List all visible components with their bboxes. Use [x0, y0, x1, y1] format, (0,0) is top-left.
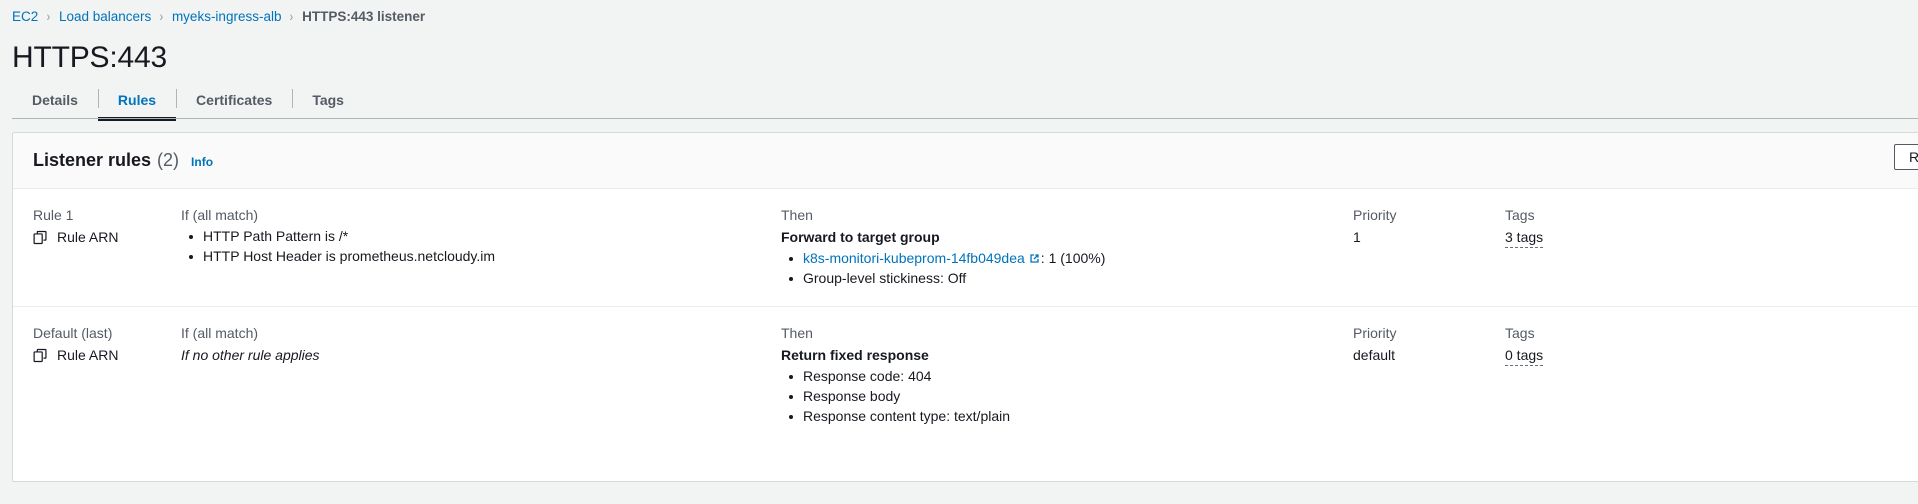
target-group-weight: : 1 (100%) [1040, 250, 1106, 266]
tags-header: Tags [1505, 207, 1535, 223]
priority-value: default [1353, 347, 1396, 363]
rule-tags-cell: Tags 3 tags [1505, 205, 1544, 248]
action-title: Forward to target group [781, 229, 940, 245]
rule-actions-cell: Then Return fixed response Response code… [781, 323, 1353, 426]
panel-header: Listener rules (2) Info R [13, 133, 1918, 189]
action-title: Return fixed response [781, 347, 929, 363]
list-item: Response code: 404 [781, 367, 1353, 386]
info-link[interactable]: Info [191, 154, 214, 169]
actions-header: Then [781, 207, 813, 223]
tab-rules[interactable]: Rules [97, 80, 177, 121]
priority-value: 1 [1353, 229, 1361, 245]
rule-name: Rule 1 [33, 207, 74, 223]
external-link-icon [1030, 254, 1039, 263]
default-condition-note: If no other rule applies [181, 347, 320, 363]
tab-certificates-label: Certificates [196, 91, 273, 108]
target-group-link[interactable]: k8s-monitori-kubeprom-14fb049dea [803, 250, 1025, 266]
page-title: HTTPS:443 [12, 41, 167, 74]
breadcrumb-separator-icon: › [159, 8, 164, 24]
conditions-header: If (all match) [181, 325, 259, 341]
rule-tags-cell: Tags 0 tags [1505, 323, 1544, 366]
tab-bar: Details Rules Certificates Tags [0, 80, 1918, 121]
actions-list: Response code: 404 Response body Respons… [781, 367, 1353, 426]
rule-arn-label: Rule ARN [57, 229, 119, 245]
list-item-target-group: k8s-monitori-kubeprom-14fb049dea : 1 (100… [781, 249, 1353, 268]
tab-details[interactable]: Details [12, 80, 98, 119]
rule-name: Default (last) [33, 325, 113, 341]
rule-arn-copy-button[interactable]: Rule ARN [33, 345, 181, 365]
tags-header: Tags [1505, 325, 1535, 341]
tags-value[interactable]: 3 tags [1505, 227, 1544, 248]
tab-tags-label: Tags [312, 91, 344, 108]
breadcrumb-item-current: HTTPS:443 listener [302, 8, 426, 24]
panel-action-button[interactable]: R [1894, 144, 1918, 170]
breadcrumb-item-ec2[interactable]: EC2 [12, 8, 39, 24]
tab-certificates[interactable]: Certificates [176, 80, 292, 119]
rule-arn-label: Rule ARN [57, 347, 119, 363]
panel-title: Listener rules [33, 150, 152, 170]
rule-priority-cell: Priority default [1353, 323, 1505, 365]
tab-tags[interactable]: Tags [292, 80, 364, 119]
listener-rules-panel: Listener rules (2) Info R Rule 1 Rule AR… [12, 132, 1918, 482]
conditions-list: HTTP Path Pattern is /* HTTP Host Header… [181, 227, 781, 266]
rule-conditions-cell: If (all match) If no other rule applies [181, 323, 781, 365]
breadcrumb: EC2 › Load balancers › myeks-ingress-alb… [0, 0, 1918, 26]
actions-list: k8s-monitori-kubeprom-14fb049dea : 1 (100… [781, 249, 1353, 288]
priority-header: Priority [1353, 207, 1397, 223]
tab-bar-divider [12, 118, 1918, 119]
panel-count: (2) [157, 150, 180, 170]
rule-name-cell: Rule 1 Rule ARN [13, 205, 181, 247]
copy-icon [33, 348, 47, 362]
tags-value[interactable]: 0 tags [1505, 345, 1544, 366]
rule-name-cell: Default (last) Rule ARN [13, 323, 181, 365]
actions-header: Then [781, 325, 813, 341]
list-item: HTTP Host Header is prometheus.netcloudy… [181, 247, 781, 266]
list-item: Response content type: text/plain [781, 407, 1353, 426]
tab-rules-label: Rules [117, 91, 157, 108]
priority-header: Priority [1353, 325, 1397, 341]
breadcrumb-item-load-balancers[interactable]: Load balancers [58, 8, 152, 24]
rule-actions-cell: Then Forward to target group k8s-monitor… [781, 205, 1353, 288]
tab-details-label: Details [32, 91, 78, 108]
rule-priority-cell: Priority 1 [1353, 205, 1505, 247]
rule-conditions-cell: If (all match) HTTP Path Pattern is /* H… [181, 205, 781, 266]
list-item: Group-level stickiness: Off [781, 269, 1353, 288]
rule-arn-copy-button[interactable]: Rule ARN [33, 227, 181, 247]
conditions-header: If (all match) [181, 207, 259, 223]
breadcrumb-separator-icon: › [290, 8, 294, 24]
breadcrumb-separator-icon: › [46, 8, 51, 24]
list-item: Response body [781, 387, 1353, 406]
table-row: Default (last) Rule ARN If (all match) I… [13, 306, 1918, 444]
breadcrumb-item-load-balancer-name[interactable]: myeks-ingress-alb [171, 8, 282, 24]
copy-icon [33, 230, 47, 244]
table-row: Rule 1 Rule ARN If (all match) HTTP Path… [13, 189, 1918, 306]
list-item: HTTP Path Pattern is /* [181, 227, 781, 246]
